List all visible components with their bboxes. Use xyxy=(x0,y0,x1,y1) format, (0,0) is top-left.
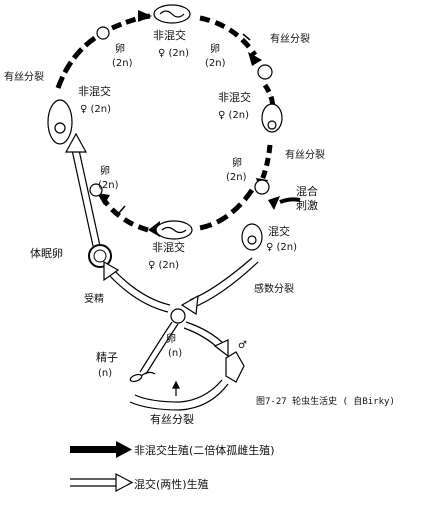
egg-mid-right xyxy=(254,179,270,195)
non-mictic-left-label: 非混交 xyxy=(78,85,111,98)
egg-top-right xyxy=(257,64,273,80)
mitosis-mid-right-label: 有丝分裂 xyxy=(285,150,325,161)
parthenogenesis-cycle-arrows xyxy=(55,13,276,233)
non-mictic-center-label: 非混交 xyxy=(152,241,185,254)
egg-left-label: 卵 xyxy=(100,166,110,177)
egg-n-label: 卵 xyxy=(166,334,176,345)
mixed-stimulus-label: 混合 xyxy=(296,185,318,198)
egg-top-ploidy: (2n) xyxy=(112,58,133,69)
male-symbol: ♂ xyxy=(238,340,247,351)
egg-top-left xyxy=(96,26,110,40)
non-mictic-top-ploidy: ♀ (2n) xyxy=(158,48,190,59)
sexual-cycle-arrows xyxy=(64,132,259,411)
non-mictic-female-left xyxy=(47,99,73,145)
mictic-ploidy: ♀ (2n) xyxy=(266,242,298,253)
non-mictic-left-ploidy: ♀ (2n) xyxy=(80,104,112,115)
mixed-stimulus-label-2: 刺激 xyxy=(296,199,318,212)
legend-hollow-arrow xyxy=(70,473,134,492)
egg-top-label: 卵 xyxy=(115,44,125,55)
mitosis-top-right-label: 有丝分裂 xyxy=(270,34,310,45)
sperm xyxy=(129,373,143,383)
mixed-stimulus-arrow xyxy=(279,197,301,204)
legend-sexual-label: 混交(两性)生殖 xyxy=(134,478,209,491)
mitosis-bottom-label: 有丝分裂 xyxy=(150,413,194,426)
cycle-tick-marks xyxy=(117,33,251,215)
male-rotifer xyxy=(225,351,245,383)
egg-left-ploidy: (2n) xyxy=(98,180,119,191)
non-mictic-center-ploidy: ♀ (2n) xyxy=(148,260,180,271)
egg-n-ploidy: (n) xyxy=(168,348,183,359)
mitosis-left-label: 有丝分裂 xyxy=(4,72,44,83)
egg-top-right-ploidy: (2n) xyxy=(205,58,226,69)
egg-mid-ploidy: (2n) xyxy=(226,172,247,183)
figure-caption: 图7-27 轮虫生活史 ( 自Birky) xyxy=(256,397,395,407)
fertilization-label: 受精 xyxy=(84,294,104,305)
egg-mid-label: 卵 xyxy=(232,158,242,169)
non-mictic-right-label: 非混交 xyxy=(218,91,251,104)
meiosis-label: 感数分裂 xyxy=(254,284,294,295)
egg-left xyxy=(89,183,103,197)
legend-parthenogenesis-label: 非混交生殖(二倍体孤雌生殖) xyxy=(134,444,275,457)
non-mictic-female-right xyxy=(261,103,283,133)
non-mictic-top-label: 非混交 xyxy=(153,29,186,42)
resting-egg-label: 体眠卵 xyxy=(30,247,63,260)
sperm-label: 精子 xyxy=(96,351,118,364)
mictic-label: 混交 xyxy=(268,225,290,238)
sperm-ploidy: (n) xyxy=(98,368,113,379)
egg-top-right-label: 卵 xyxy=(210,44,220,55)
legend-black-arrow xyxy=(70,441,132,458)
organisms xyxy=(47,4,283,383)
haploid-egg xyxy=(170,308,186,324)
non-mictic-right-ploidy: ♀ (2n) xyxy=(218,110,250,121)
